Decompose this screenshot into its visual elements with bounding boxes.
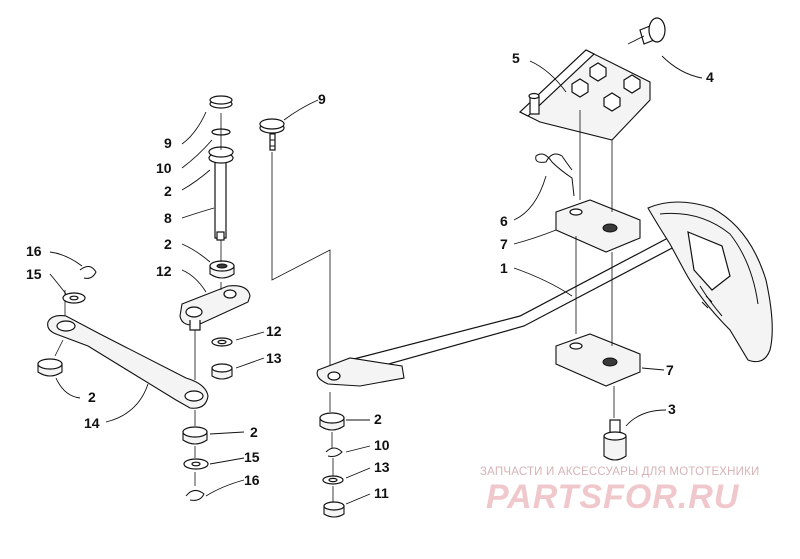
leader-lines xyxy=(49,55,703,505)
callout-12-center: 13 xyxy=(374,459,390,475)
bushing-center xyxy=(319,412,345,431)
return-spring xyxy=(535,153,575,197)
callout-13-left: 13 xyxy=(266,350,282,366)
callout-7-upper: 7 xyxy=(500,236,508,252)
callout-1: 1 xyxy=(500,260,508,276)
callout-9-rod-washer: 9 xyxy=(164,135,172,151)
callout-11: 12 xyxy=(156,263,172,279)
bushing-upper xyxy=(209,260,235,279)
callout-2-lower-left: 2 xyxy=(250,424,258,440)
callout-2-lever: 2 xyxy=(88,389,96,405)
lever-arm xyxy=(47,315,209,409)
callout-15-lower: 15 xyxy=(244,449,260,465)
pivot-block-lower xyxy=(555,333,641,387)
nut-center xyxy=(323,501,345,518)
bushing-lower-left xyxy=(182,426,208,445)
brake-rod xyxy=(211,67,276,151)
washer-center xyxy=(322,475,344,485)
callout-9-rod-end: 9 xyxy=(318,91,326,107)
circlip-lower-left xyxy=(185,490,205,501)
pedal-pad xyxy=(647,201,773,363)
bracket-bolt xyxy=(639,17,666,45)
callout-3: 3 xyxy=(668,401,676,417)
callout-16-lower: 16 xyxy=(244,472,260,488)
callout-5: 5 xyxy=(512,50,520,66)
callout-15-upper: 15 xyxy=(26,266,42,282)
rod-end-washer xyxy=(259,118,285,134)
rod-washer-upper xyxy=(209,95,233,109)
bushing-lever-left xyxy=(37,358,63,377)
clip-center xyxy=(325,447,343,457)
callout-16-upper: 16 xyxy=(26,243,42,259)
callout-7-lower: 7 xyxy=(666,362,674,378)
pivot-shaft xyxy=(208,113,234,241)
mounting-bracket xyxy=(518,49,651,141)
link-bracket xyxy=(179,285,251,331)
callout-6: 6 xyxy=(500,213,508,229)
watermark-tagline: ЗАПЧАСТИ И АКСЕССУАРЫ ДЛЯ МОТОТЕХНИКИ xyxy=(480,466,760,478)
callout-8: 8 xyxy=(164,210,172,226)
callout-14: 14 xyxy=(84,415,100,431)
callout-12-left: 12 xyxy=(266,323,282,339)
pivot-block-upper xyxy=(555,199,641,253)
washer-lever-left xyxy=(62,292,86,304)
pivot-bolt xyxy=(603,419,627,461)
callout-2-center: 2 xyxy=(374,411,382,427)
callout-10-center: 10 xyxy=(374,437,390,453)
callout-2-shaft: 2 xyxy=(164,183,172,199)
nut-left xyxy=(211,363,233,380)
callout-10-upper: 10 xyxy=(156,160,172,176)
callout-2-bushing: 2 xyxy=(164,236,172,252)
circlip-left xyxy=(79,266,97,279)
callout-4: 4 xyxy=(706,69,714,85)
callout-13-center: 11 xyxy=(374,485,389,501)
washer-lower-left xyxy=(183,458,209,470)
washer-left xyxy=(211,337,233,347)
watermark-logo: PARTSFOR.RU xyxy=(486,478,740,516)
